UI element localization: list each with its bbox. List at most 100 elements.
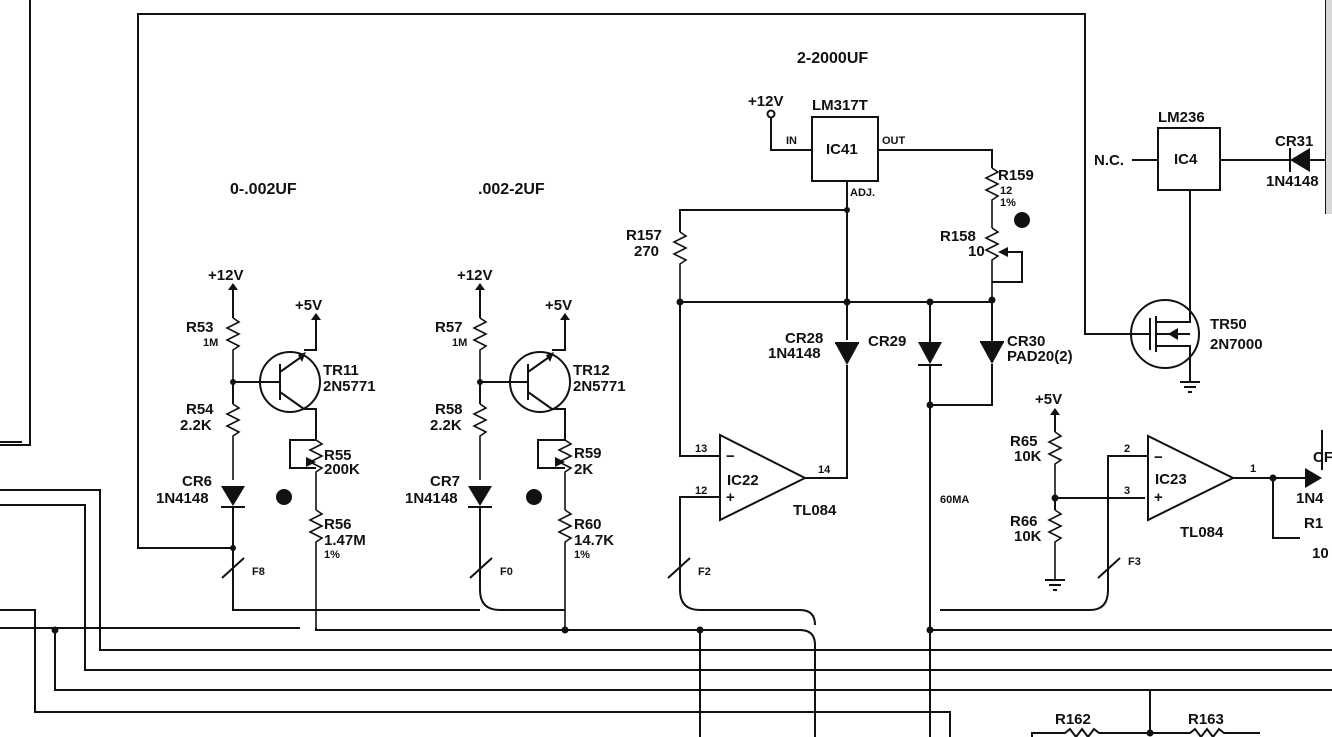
- r59-ref: R59: [574, 445, 602, 462]
- current-label: 60MA: [940, 494, 969, 506]
- trim-adjust-icon: [1014, 212, 1030, 228]
- edge-r1-label: R1: [1304, 515, 1323, 532]
- supply-5v-label-a: +5V: [295, 297, 322, 314]
- cr28-val: 1N4148: [768, 345, 821, 362]
- ic41-pin-out: OUT: [882, 135, 906, 147]
- r163-ref: R163: [1188, 711, 1224, 728]
- r55-ref: R55: [324, 447, 352, 464]
- stage-1-circuit: +12V R53 1M R54 2.2K CR6 1N4148 F8 TR11 …: [156, 267, 480, 628]
- ic22-pin-noninv: 12: [695, 485, 707, 497]
- r158-val: 10: [968, 243, 985, 260]
- r54-ref: R54: [186, 401, 214, 418]
- r66-ref: R66: [1010, 513, 1038, 530]
- cr6-ref: CR6: [182, 473, 212, 490]
- ic41-pin-in: IN: [786, 135, 797, 147]
- r58-ref: R58: [435, 401, 463, 418]
- cr30-val: PAD20(2): [1007, 348, 1073, 365]
- r53-ref: R53: [186, 319, 214, 336]
- tr50-val: 2N7000: [1210, 336, 1263, 353]
- r159-tol: 1%: [1000, 197, 1016, 209]
- supply-arrow-icon: [228, 283, 238, 290]
- r65-ref: R65: [1010, 433, 1038, 450]
- range-label-2: .002-2UF: [478, 181, 545, 198]
- r57-val: 1M: [452, 337, 467, 349]
- ic23-pin-out: 1: [1250, 463, 1256, 475]
- regulator-section: +12V IN LM317T IC41 OUT ADJ. R159 12 1% …: [626, 93, 1332, 737]
- r66-val: 10K: [1014, 528, 1042, 545]
- r53-val: 1M: [203, 337, 218, 349]
- range-label-1: 0-.002UF: [230, 181, 297, 198]
- range-label-3: 2-2000UF: [797, 50, 868, 67]
- cr6-diode-icon: [221, 486, 245, 506]
- ic4-ref: IC4: [1174, 151, 1198, 168]
- r157-ref: R157: [626, 227, 662, 244]
- supply-5v-label-b: +5V: [545, 297, 572, 314]
- tr11-ref: TR11: [323, 362, 359, 379]
- switch-f3-label: F3: [1128, 556, 1141, 568]
- switch-f8-label: F8: [252, 566, 265, 578]
- cr7-val: 1N4148: [405, 490, 458, 507]
- ic23-pin-noninv: 3: [1124, 485, 1130, 497]
- cr31-ref: CR31: [1275, 133, 1313, 150]
- ic23-minus: −: [1154, 449, 1163, 466]
- stage-2-circuit: +12V R57 1M R58 2.2K CR7 1N4148 F0 TR12 …: [315, 267, 816, 737]
- ic23-opamp-icon: [1147, 434, 1236, 522]
- ic23-pin-inv: 2: [1124, 443, 1130, 455]
- ic22-opamp-icon: [719, 433, 808, 522]
- cr7-diode-icon: [468, 486, 492, 506]
- ic41-ref: IC41: [826, 141, 858, 158]
- r54-val: 2.2K: [180, 417, 212, 434]
- edge-1n-label: 1N4: [1296, 490, 1324, 507]
- ic22-part: TL084: [793, 502, 837, 519]
- ic23-ref: IC23: [1155, 471, 1187, 488]
- bottom-resistors: R162 R163: [1031, 690, 1260, 737]
- ic22-pin-out: 14: [818, 464, 831, 476]
- tr11-val: 2N5771: [323, 378, 376, 395]
- cr28-ref: CR28: [785, 330, 823, 347]
- r56-tol: 1%: [324, 549, 340, 561]
- reference-section: N.C. LM236 IC4 CR31 1N4148 TR50 2N7000: [1094, 109, 1332, 393]
- edge-r1-val: 10: [1312, 545, 1329, 562]
- r65-val: 10K: [1014, 448, 1042, 465]
- cr6-val: 1N4148: [156, 490, 209, 507]
- r158-ref: R158: [940, 228, 976, 245]
- r55-val: 200K: [324, 461, 360, 478]
- ic4-part: LM236: [1158, 109, 1205, 126]
- r56-val: 1.47M: [324, 532, 366, 549]
- r157-val: 270: [634, 243, 659, 260]
- tr50-ref: TR50: [1210, 316, 1247, 333]
- ic22-minus: −: [726, 448, 735, 465]
- r60-tol: 1%: [574, 549, 590, 561]
- supply-12v-label-c: +12V: [748, 93, 783, 110]
- supply-12v-label-b: +12V: [457, 267, 492, 284]
- r162-ref: R162: [1055, 711, 1091, 728]
- tr11-transistor-icon: [259, 351, 321, 413]
- ic22-plus: +: [726, 489, 735, 506]
- supply-12v-label-a: +12V: [208, 267, 243, 284]
- r159-val: 12: [1000, 185, 1012, 197]
- cr29-diode-icon: [918, 342, 942, 364]
- switch-f2-label: F2: [698, 566, 711, 578]
- tr12-val: 2N5771: [573, 378, 626, 395]
- r56-ref: R56: [324, 516, 352, 533]
- trim-adjust-icon: [276, 489, 292, 505]
- cr30-ref: CR30: [1007, 333, 1045, 350]
- ic23-plus: +: [1154, 489, 1163, 506]
- supply-5v-label-c: +5V: [1035, 391, 1062, 408]
- comparator-section: +5V R65 10K R66 10K IC23 TL084 − + 2 3 F…: [940, 0, 1332, 611]
- cr28-diode-icon: [835, 343, 859, 365]
- ic22-ref: IC22: [727, 472, 759, 489]
- scrollbar[interactable]: [1326, 0, 1332, 214]
- ic41-pin-adj: ADJ.: [850, 187, 875, 199]
- r60-val: 14.7K: [574, 532, 614, 549]
- switch-f0-label: F0: [500, 566, 513, 578]
- r159-ref: R159: [998, 167, 1034, 184]
- ic4-nc: N.C.: [1094, 152, 1124, 169]
- outer-frame-wire: [137, 13, 1130, 549]
- cr31-diode-icon: [1290, 148, 1310, 172]
- r58-val: 2.2K: [430, 417, 462, 434]
- cr30-diode-icon: [980, 342, 1004, 364]
- ic41-part: LM317T: [812, 97, 868, 114]
